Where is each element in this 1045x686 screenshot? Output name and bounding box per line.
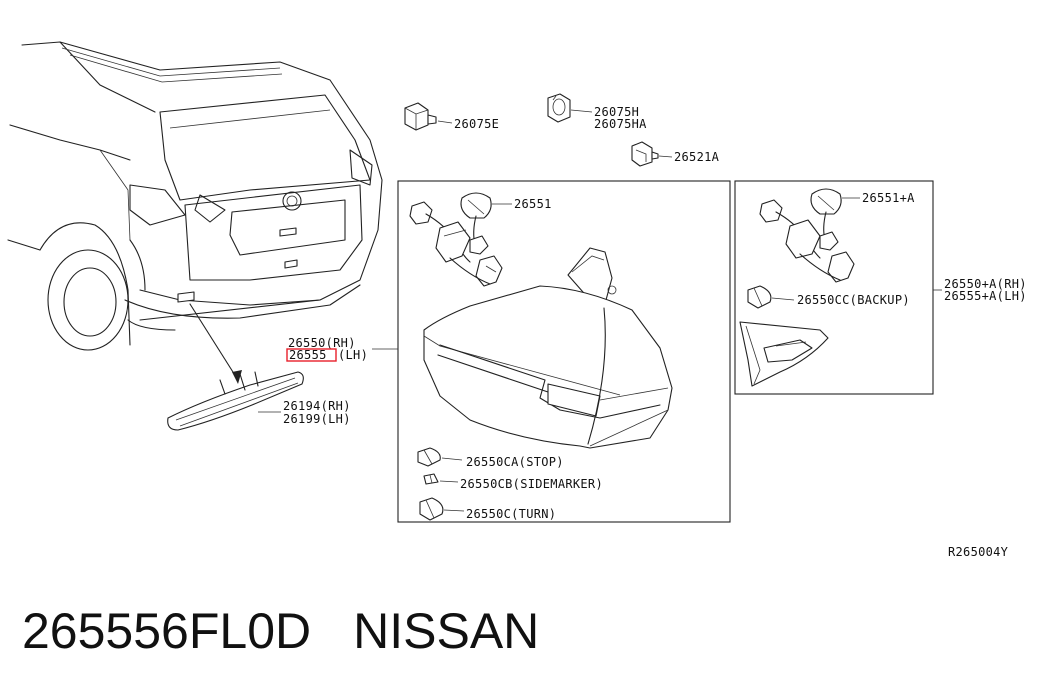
clip-26075h-part [547,93,571,123]
clip-26075ha-label: 26075HA [594,117,647,131]
bulb-backup-label: 26550CC(BACKUP) [797,293,910,307]
tail-lamp-assembly-box [397,180,731,523]
bulb-stop-label: 26550CA(STOP) [466,455,564,469]
lamp-a-rh-label: 26550+A(RH) [944,277,1027,291]
reflector-callout-arrow [189,303,242,384]
bulb-stop-part [417,447,441,467]
clip-26075h-label: 26075H [594,105,639,119]
lamp-26550-rh-label: 26550(RH) [288,336,356,350]
lamp-26555-number-label: 26555 [289,348,327,362]
bulb-turn-part [419,497,444,521]
vehicle-rear-illustration [7,41,383,351]
socket-26551a-label: 26551+A [862,191,915,205]
diagram-reference-code: R265004Y [948,545,1009,559]
highlight-box-26555 [286,348,337,362]
part-number: 265556FL0D [22,603,312,659]
nut-26521a-part [631,141,659,167]
nut-26521a-label: 26521A [674,150,720,164]
socket-26551-label: 26551 [514,197,552,211]
clip-26075e-label: 26075E [454,117,499,131]
inner-lamp-body-part [739,321,829,387]
tail-lamp-body-part [423,247,673,449]
clip-26075e-part [404,102,437,131]
socket-harness-26551a-part [759,188,855,283]
reflector-lh-label: 26199(LH) [283,412,351,426]
bulb-sidemarker-part [423,473,439,485]
reflector-rh-label: 26194(RH) [283,399,351,413]
rear-reflector-part [167,371,304,431]
lamp-26555-lh-label: (LH) [338,348,368,362]
socket-harness-26551-part [409,192,503,287]
bulb-turn-label: 26550C(TURN) [466,507,556,521]
bulb-backup-part [747,285,772,309]
part-caption: 265556FL0D NISSAN [22,596,539,666]
lamp-a-lh-label: 26555+A(LH) [944,289,1027,303]
inner-lamp-assembly-box [734,180,934,395]
brand-name: NISSAN [353,603,540,659]
bulb-sidemarker-label: 26550CB(SIDEMARKER) [460,477,603,491]
